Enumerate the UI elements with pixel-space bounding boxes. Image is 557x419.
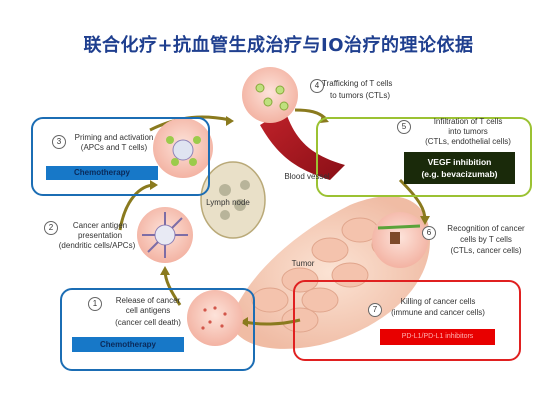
stage-5-number: 5 bbox=[397, 120, 411, 134]
stage-5-vegf-tag: VEGF inhibition (e.g. bevacizumab) bbox=[404, 152, 515, 184]
stage-1-box bbox=[60, 288, 255, 371]
stage-2-label-line1: Cancer antigen bbox=[72, 221, 128, 230]
stage-7-pdl1-tag: PD-L1/PD-L1 inhibitors bbox=[380, 329, 495, 345]
stage-5-vegf-tag-line1: VEGF inhibition bbox=[427, 157, 492, 167]
page-title: 联合化疗+抗血管生成治疗与IO治疗的理论依据 bbox=[83, 35, 474, 56]
stage-2-label-line2: presentation bbox=[77, 231, 123, 240]
stage-6-number: 6 bbox=[422, 226, 436, 240]
stage-6-label-line2: cells by T cells bbox=[460, 235, 512, 244]
stage-4-label-line1: Trafficking of T cells bbox=[322, 79, 393, 88]
stage-6-label-line3: (CTLs, cancer cells) bbox=[450, 246, 522, 255]
stage-3-chemotherapy-tag: Chemotherapy bbox=[46, 166, 158, 180]
stage-1-label-line2: cell antigens bbox=[125, 306, 171, 315]
stage-1-label-line3: (cancer cell death) bbox=[115, 318, 181, 327]
stage-5-label-line3: (CTLs, endothelial cells) bbox=[425, 137, 511, 146]
stage-3-box bbox=[31, 117, 210, 196]
tumor-label: Tumor bbox=[291, 259, 315, 268]
stage-5-label-line1: Infiltration of T cells bbox=[433, 117, 503, 126]
stage-5-box bbox=[316, 117, 532, 197]
stage-1-number: 1 bbox=[88, 297, 102, 311]
stage-6-label-line1: Recognition of cancer bbox=[447, 224, 525, 233]
lymph-node bbox=[200, 161, 266, 239]
stage-7-label-line2: (immune and cancer cells) bbox=[391, 308, 485, 317]
stage-7-number: 7 bbox=[368, 303, 382, 317]
stage-5-label-line2: into tumors bbox=[448, 127, 488, 136]
stage-7-label-line1: Killing of cancer cells bbox=[400, 297, 476, 306]
blood-vessel-label: Blood vessel bbox=[284, 172, 330, 181]
stage-7-box bbox=[293, 280, 521, 361]
stage-5-vegf-tag-line2: (e.g. bevacizumab) bbox=[421, 169, 498, 179]
stage-1-cell bbox=[187, 290, 243, 346]
stage-1-chemotherapy-tag: Chemotherapy bbox=[72, 337, 184, 352]
lymph-node-label: Lymph node bbox=[206, 198, 250, 207]
stage-3-label-line2: (APCs and T cells) bbox=[80, 143, 148, 152]
stage-4-cell bbox=[242, 67, 298, 123]
stage-2-number: 2 bbox=[44, 221, 58, 235]
stage-2-label-line3: (dendritic cells/APCs) bbox=[58, 241, 136, 250]
stage-4-label-line2: to tumors (CTLs) bbox=[330, 91, 391, 100]
stage-1-label-line1: Release of cancer bbox=[115, 296, 181, 305]
stage-3-label-line1: Priming and activation bbox=[74, 133, 154, 142]
stage-3-number: 3 bbox=[52, 135, 66, 149]
blood-vessel bbox=[260, 110, 345, 180]
stage-4-number: 4 bbox=[310, 79, 324, 93]
